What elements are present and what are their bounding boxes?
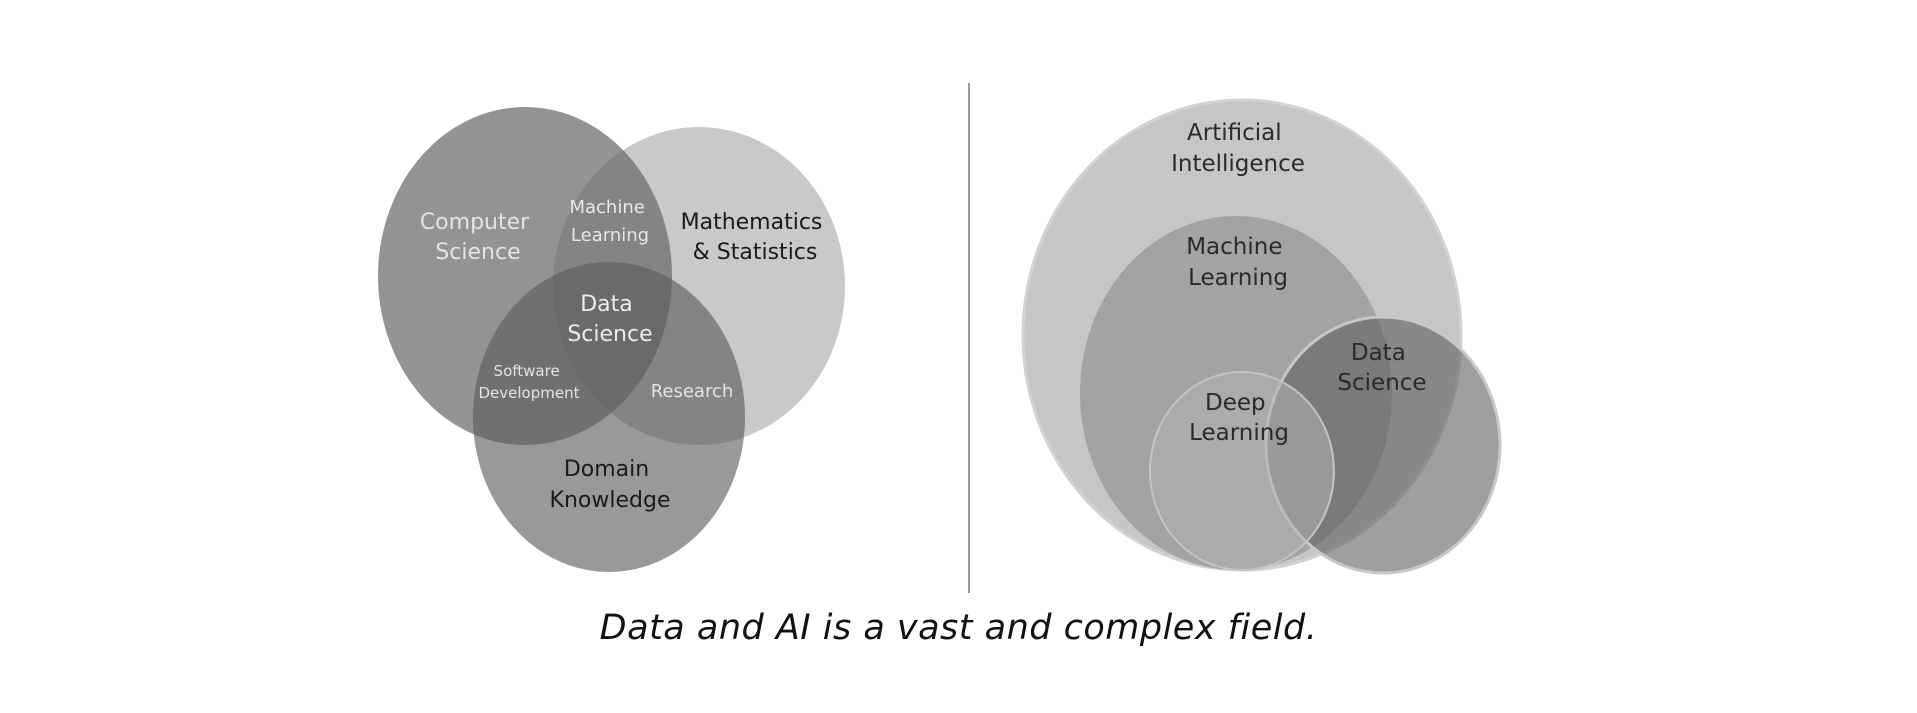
circle-deep-learning [1149, 371, 1335, 571]
label-data-science: Data Science [567, 292, 652, 347]
circle-domain-knowledge [473, 262, 745, 572]
label-mathematics-statistics: Mathematics & Statistics [681, 210, 830, 265]
label-artificial-intelligence: Artificial Intelligence [1171, 120, 1305, 177]
label-computer-science: Computer Science [420, 210, 536, 265]
label-data-science-right: Data Science [1337, 340, 1426, 396]
nested-diagram-ai: Artificial Intelligence Machine Learning… [1021, 98, 1502, 575]
label-research: Research [651, 381, 734, 402]
label-machine-learning-right: Machine Learning [1186, 234, 1290, 291]
venn-diagram-data-science: Computer Science Machine Learning Mathem… [378, 107, 845, 572]
label-software-development: Software Development [479, 362, 580, 402]
caption: Data and AI is a vast and complex field. [599, 608, 1318, 648]
label-deep-learning: Deep Learning [1189, 390, 1289, 446]
label-domain-knowledge: Domain Knowledge [550, 457, 671, 513]
label-machine-learning: Machine Learning [569, 197, 650, 246]
